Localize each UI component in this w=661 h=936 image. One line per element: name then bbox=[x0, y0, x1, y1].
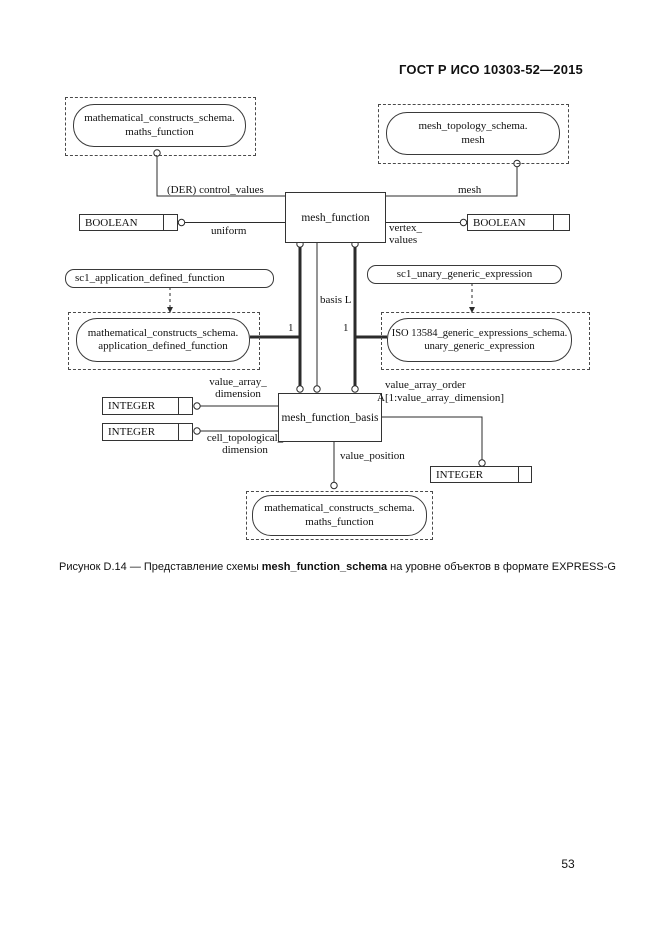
interschema-ref-label: sc1_unary_generic_expression bbox=[396, 268, 533, 280]
interschema-ref-label: sc1_application_defined_function bbox=[75, 272, 225, 284]
ref-application-defined-function: mathematical_constructs_schema. applicat… bbox=[76, 318, 250, 362]
label-control-values: (DER) control_values bbox=[167, 184, 264, 196]
ref-label-line2: application_defined_function bbox=[98, 340, 228, 352]
page-number: 53 bbox=[561, 857, 575, 871]
ref-box-maths-function-top: mathematical_constructs_schema. maths_fu… bbox=[65, 97, 256, 156]
ref-label-line2: maths_function bbox=[305, 515, 374, 528]
supertype-line-left bbox=[250, 247, 302, 386]
entity-mesh-function: mesh_function bbox=[285, 192, 386, 243]
value-array-dimension-wire bbox=[193, 402, 278, 410]
type-label: BOOLEAN bbox=[473, 216, 526, 229]
simple-type-integer-value-array-order: INTEGER bbox=[430, 466, 532, 483]
simple-type-boolean-right: BOOLEAN bbox=[467, 214, 570, 231]
entity-label: mesh_function_basis bbox=[281, 411, 379, 424]
label-uniform: uniform bbox=[211, 225, 247, 237]
entity-label: mesh_function bbox=[301, 211, 370, 224]
label-value-array-order: value_array_order bbox=[385, 379, 466, 391]
ref-box-unary-generic-expression: ISO 13584_generic_expressions_schema. un… bbox=[381, 312, 590, 370]
ref-unary-generic-expression: ISO 13584_generic_expressions_schema. un… bbox=[387, 318, 572, 362]
simple-type-divider bbox=[163, 215, 164, 230]
ref-label-line1: mesh_topology_schema. bbox=[418, 120, 528, 132]
ref-label-line1: mathematical_constructs_schema. bbox=[87, 326, 239, 339]
interschema-ref-left: sc1_application_defined_function bbox=[65, 269, 274, 288]
entity-mesh-function-basis: mesh_function_basis bbox=[278, 393, 382, 442]
label-cell-topological-dimension: cell_topological_ dimension bbox=[206, 432, 284, 456]
ref-maths-function-bottom: mathematical_constructs_schema. maths_fu… bbox=[252, 495, 427, 536]
type-label: BOOLEAN bbox=[85, 216, 138, 229]
vertex-values-wire bbox=[384, 218, 468, 227]
supertype-circle bbox=[351, 385, 359, 393]
uniform-wire bbox=[177, 218, 285, 227]
simple-type-integer-cell-topological: INTEGER bbox=[102, 423, 193, 441]
supertype-circle bbox=[296, 385, 304, 393]
ref-label-line1: mathematical_constructs_schema. bbox=[84, 112, 235, 124]
simple-type-divider bbox=[553, 215, 554, 230]
label-basis: basis L bbox=[320, 294, 352, 306]
ref-label-line1: mathematical_constructs_schema. bbox=[264, 502, 415, 514]
caption-prefix: Рисунок D.14 — Представление схемы bbox=[59, 561, 262, 573]
ref-label-line1: ISO 13584_generic_expressions_schema. bbox=[391, 327, 568, 339]
basis-wire bbox=[313, 241, 321, 393]
ref-maths-function-top: mathematical_constructs_schema. maths_fu… bbox=[73, 104, 246, 147]
label-oneof-left: 1 bbox=[288, 322, 294, 334]
ref-label-line2: unary_generic_expression bbox=[424, 341, 535, 352]
simple-type-divider bbox=[518, 467, 519, 482]
ref-box-application-defined-function: mathematical_constructs_schema. applicat… bbox=[68, 312, 260, 370]
value-position-wire bbox=[330, 440, 338, 490]
control-values-wire bbox=[153, 149, 285, 197]
document-header: ГОСТ Р ИСО 10303-52—2015 bbox=[398, 62, 583, 77]
label-vertex-values: vertex_ values bbox=[389, 222, 422, 246]
simple-type-divider bbox=[178, 424, 179, 440]
mesh-wire bbox=[384, 159, 521, 197]
label-value-array-dimension: value_array_ dimension bbox=[209, 376, 267, 400]
simple-type-boolean-left: BOOLEAN bbox=[79, 214, 178, 231]
label-value-array-order-type: A[1:value_array_dimension] bbox=[377, 392, 505, 404]
simple-type-divider bbox=[178, 398, 179, 414]
ref-box-maths-function-bottom: mathematical_constructs_schema. maths_fu… bbox=[246, 491, 433, 540]
type-label: INTEGER bbox=[108, 426, 156, 438]
cell-topological-dimension-wire bbox=[193, 427, 278, 435]
interschema-ref-arrow-right bbox=[469, 283, 475, 313]
figure-caption: Рисунок D.14 — Представление схемы mesh_… bbox=[59, 561, 619, 573]
type-label: INTEGER bbox=[108, 400, 156, 412]
ref-label-line2: maths_function bbox=[125, 125, 194, 138]
caption-suffix: на уровне объектов в формате EXPRESS-G bbox=[387, 561, 616, 573]
ref-mesh-topology: mesh_topology_schema. mesh bbox=[386, 112, 560, 155]
label-mesh: mesh bbox=[458, 184, 482, 196]
type-label: INTEGER bbox=[436, 468, 484, 481]
interschema-ref-right: sc1_unary_generic_expression bbox=[367, 265, 562, 284]
interschema-ref-arrow-left bbox=[167, 287, 173, 313]
ref-label-line2: mesh bbox=[461, 133, 485, 146]
simple-type-integer-value-array: INTEGER bbox=[102, 397, 193, 415]
ref-box-mesh-topology: mesh_topology_schema. mesh bbox=[378, 104, 569, 164]
caption-schema-name: mesh_function_schema bbox=[261, 561, 388, 573]
label-oneof-right: 1 bbox=[343, 322, 349, 334]
label-value-position: value_position bbox=[340, 450, 405, 462]
